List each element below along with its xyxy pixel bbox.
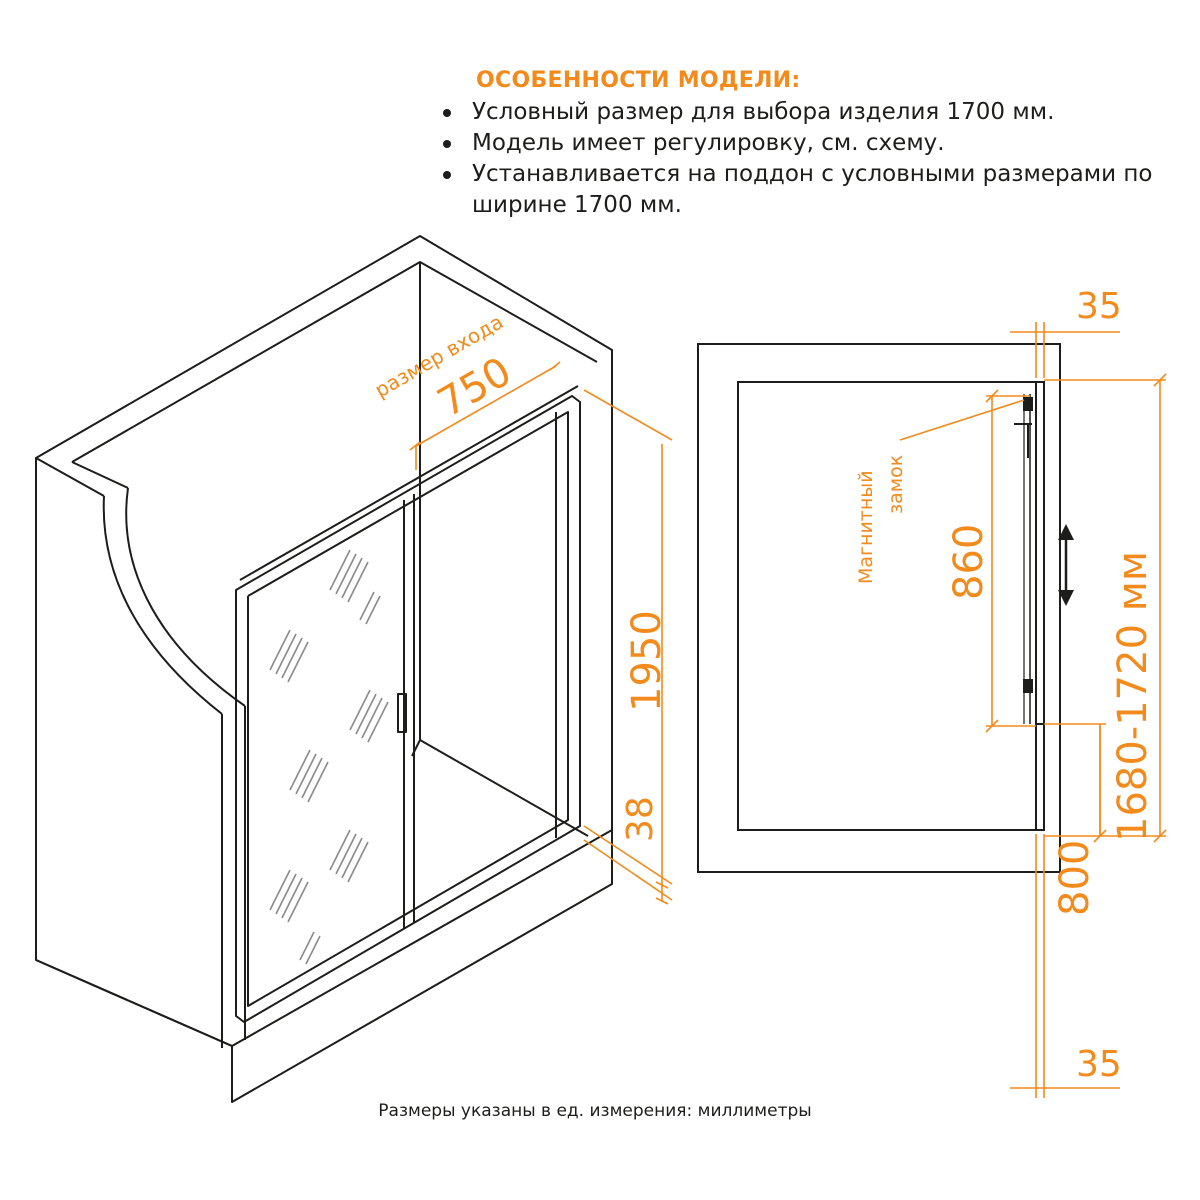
width-range-value: 1680-1720 мм <box>1110 551 1156 842</box>
height-ext-bottom <box>583 839 673 901</box>
lock-label-line2: замок <box>885 455 907 514</box>
height-value: 1950 <box>624 610 670 712</box>
side-view <box>697 343 1061 873</box>
door-profile <box>1035 381 1045 831</box>
isometric-view <box>35 235 613 1103</box>
features-block: ОСОБЕННОСТИ МОДЕЛИ: Условный размер для … <box>440 68 1180 221</box>
lock-leader <box>899 399 1025 441</box>
height-ext-top <box>583 389 673 441</box>
threshold-ext <box>583 825 673 885</box>
door-frame-outer <box>235 395 581 1023</box>
door-handle-icon <box>397 693 407 733</box>
lock-label-line1: Магнитный <box>855 470 877 584</box>
wall-top-edge <box>71 461 129 489</box>
magnetic-lock-bottom <box>1023 679 1033 693</box>
wall-outline <box>35 235 613 1103</box>
feature-item: Модель имеет регулировку, см. схему. <box>440 128 1180 159</box>
threshold-value: 38 <box>620 796 661 842</box>
base-front <box>231 829 613 1047</box>
isometric-dimensions <box>409 361 673 905</box>
curved-wall-edge <box>35 457 105 497</box>
feature-item: Устанавливается на поддон с условными ра… <box>440 159 1180 221</box>
curved-wall-inner <box>102 495 223 715</box>
entry-dim-line <box>415 365 557 447</box>
curved-wall <box>125 487 246 707</box>
wall-outer <box>697 343 1061 873</box>
door-frame-inner <box>247 411 569 1007</box>
features-title: ОСОБЕННОСТИ МОДЕЛИ: <box>476 68 801 93</box>
features-list: Условный размер для выбора изделия 1700 … <box>440 97 1180 221</box>
frosted-glass-pattern <box>269 549 389 965</box>
side-view-dimensions <box>899 322 1167 1098</box>
double-arrow-vertical-icon <box>1058 524 1074 606</box>
bottom-offset-value: 35 <box>1076 1044 1122 1085</box>
base-line <box>35 959 233 1047</box>
units-footnote: Размеры указаны в ед. измерения: миллиме… <box>378 1101 812 1121</box>
top-rail <box>239 385 579 581</box>
top-offset-value: 35 <box>1076 286 1122 327</box>
magnetic-lock-top <box>1023 397 1033 411</box>
lock-span-value: 860 <box>946 524 992 600</box>
feature-item: Условный размер для выбора изделия 1700 … <box>440 97 1180 128</box>
lower-span-value: 800 <box>1052 840 1098 916</box>
wall-inner <box>737 381 1045 831</box>
